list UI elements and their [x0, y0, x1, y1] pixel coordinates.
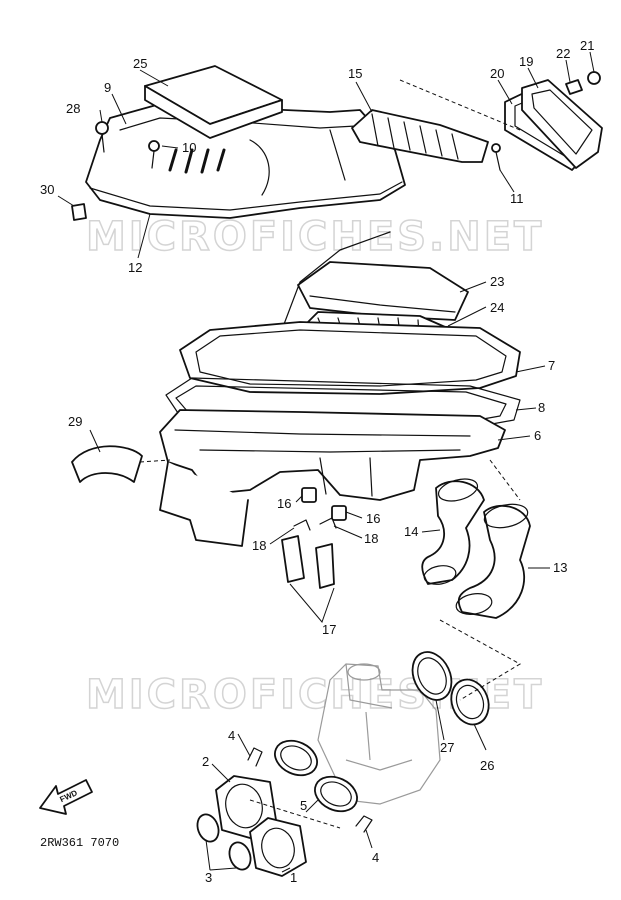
- hose-clamps-right: [411, 651, 490, 726]
- alignment-lines: [139, 79, 522, 829]
- leader-lines: [57, 51, 595, 873]
- callout-18-left: 18: [252, 538, 266, 553]
- forward-arrow-icon: FWD: [39, 779, 93, 815]
- callout-29: 29: [68, 414, 82, 429]
- intake-duct: [351, 109, 489, 163]
- diagram-reference-code: 2RW361 7070: [40, 836, 119, 850]
- callout-21: 21: [580, 38, 594, 53]
- callout-18-right: 18: [364, 531, 378, 546]
- cover-plate: [504, 79, 603, 171]
- callout-24: 24: [490, 300, 504, 315]
- airbox-case: [159, 409, 506, 547]
- callout-7: 7: [548, 358, 555, 373]
- callout-27: 27: [440, 740, 454, 755]
- small-fasteners-top: [71, 71, 601, 221]
- callout-5: 5: [300, 798, 307, 813]
- callout-8: 8: [538, 400, 545, 415]
- callout-15: 15: [348, 66, 362, 81]
- callout-25: 25: [133, 56, 147, 71]
- callout-16-right: 16: [366, 511, 380, 526]
- carb-joints: [196, 739, 373, 877]
- callout-12: 12: [128, 260, 142, 275]
- callout-11: 11: [510, 191, 524, 206]
- callout-9: 9: [104, 80, 111, 95]
- callout-30: 30: [40, 182, 54, 197]
- airbox-cover: [85, 103, 406, 219]
- callout-22: 22: [556, 46, 570, 61]
- filter-element: [144, 65, 283, 139]
- airbox-gasket-upper: [179, 321, 521, 395]
- callout-4-bottom: 4: [372, 850, 379, 865]
- intake-joints: [421, 478, 531, 619]
- callout-6: 6: [534, 428, 541, 443]
- callout-3: 3: [205, 870, 212, 885]
- carburetor-outline: [317, 663, 441, 805]
- inlet-cover: [71, 445, 143, 483]
- callout-16-left: 16: [277, 496, 291, 511]
- callout-10: 10: [182, 140, 196, 155]
- callout-23: 23: [490, 274, 504, 289]
- callout-1: 1: [290, 870, 297, 885]
- callout-26: 26: [480, 758, 494, 773]
- callout-labels: 25 9 28 10 15 20 19 22 21 30 11 12 23 24…: [40, 38, 594, 885]
- callout-2: 2: [202, 754, 209, 769]
- callout-17: 17: [322, 622, 336, 637]
- watermark-top: MICROFICHES.NET: [86, 214, 544, 260]
- callout-14: 14: [404, 524, 418, 539]
- callout-13: 13: [553, 560, 567, 575]
- callout-28: 28: [66, 101, 80, 116]
- callout-4-top: 4: [228, 728, 235, 743]
- case-small-parts: [281, 487, 347, 589]
- callout-20: 20: [490, 66, 504, 81]
- callout-19: 19: [519, 54, 533, 69]
